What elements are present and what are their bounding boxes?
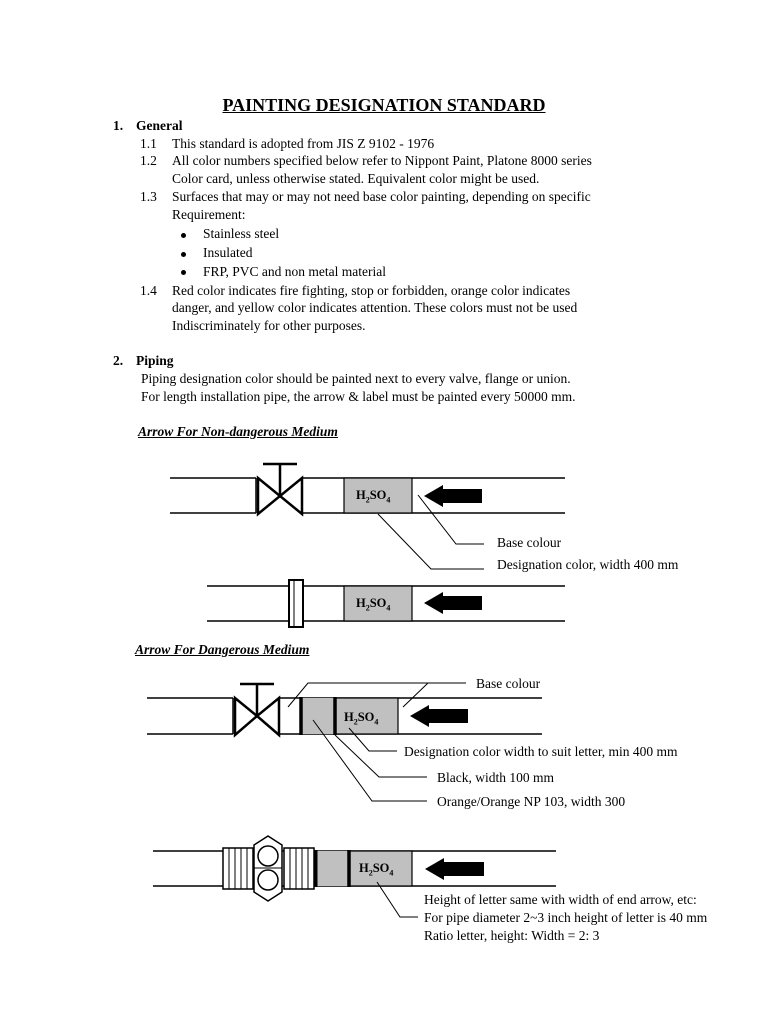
section-2-number: 2.: [113, 353, 124, 368]
callout-label: Base colour: [476, 676, 541, 691]
pipe-label: H2SO4: [356, 596, 391, 613]
pipe-label: H2SO4: [344, 710, 379, 727]
flow-arrow-icon: [425, 858, 484, 880]
bullet-icon: [181, 233, 186, 238]
flow-arrow-icon: [424, 592, 482, 614]
pipe-label: H2SO4: [359, 861, 394, 878]
list-item: FRP, PVC and non metal material: [203, 264, 386, 279]
diagram-1-subtitle: Arrow For Non-dangerous Medium: [138, 424, 338, 439]
pipe-label: H2SO4: [356, 488, 391, 505]
diagram-2-subtitle: Arrow For Dangerous Medium: [135, 642, 310, 657]
item-number: 1.3: [140, 189, 157, 204]
section-1-heading: General: [136, 118, 183, 133]
item-number: 1.1: [140, 136, 157, 151]
list-item: Insulated: [203, 245, 253, 260]
flow-arrow-icon: [410, 705, 468, 727]
note-line: Height of letter same with width of end …: [424, 892, 697, 907]
item-text: This standard is adopted from JIS Z 9102…: [172, 136, 435, 151]
bullet-icon: [181, 270, 186, 275]
designation-band: [343, 585, 413, 622]
callout-label: Orange/Orange NP 103, width 300: [437, 794, 626, 809]
flow-arrow-icon: [424, 485, 482, 507]
callout-label: Designation color width to suit letter, …: [404, 744, 678, 759]
section-2-heading: Piping: [136, 353, 174, 368]
item-text: danger, and yellow color indicates atten…: [172, 300, 578, 315]
item-number: 1.4: [140, 283, 157, 298]
callout-label: Designation color, width 400 mm: [497, 557, 679, 572]
item-text: All color numbers specified below refer …: [172, 153, 592, 168]
note-line: Ratio letter, height: Width = 2: 3: [424, 928, 600, 943]
paragraph-line: Piping designation color should be paint…: [141, 371, 571, 386]
callout-label: Base colour: [497, 535, 562, 550]
pipe-with-valve-diagram: [170, 462, 565, 517]
item-text: Requirement:: [172, 207, 246, 222]
page-title: PAINTING DESIGNATION STANDARD: [222, 95, 546, 115]
item-text: Surfaces that may or may not need base c…: [172, 189, 591, 204]
note-line: For pipe diameter 2~3 inch height of let…: [424, 910, 708, 925]
item-text: Indiscriminately for other purposes.: [172, 318, 366, 333]
paragraph-line: For length installation pipe, the arrow …: [141, 389, 576, 404]
bullet-icon: [181, 252, 186, 257]
callout-label: Black, width 100 mm: [437, 770, 554, 785]
designation-band: [348, 850, 413, 887]
designation-band: [334, 697, 399, 735]
list-item: Stainless steel: [203, 226, 280, 241]
item-text: Red color indicates fire fighting, stop …: [172, 283, 571, 298]
section-1-number: 1.: [113, 118, 124, 133]
orange-band: [301, 698, 335, 734]
orange-band: [316, 851, 349, 886]
item-number: 1.2: [140, 153, 157, 168]
designation-band: [343, 477, 413, 514]
item-text: Color card, unless otherwise stated. Equ…: [172, 171, 540, 186]
